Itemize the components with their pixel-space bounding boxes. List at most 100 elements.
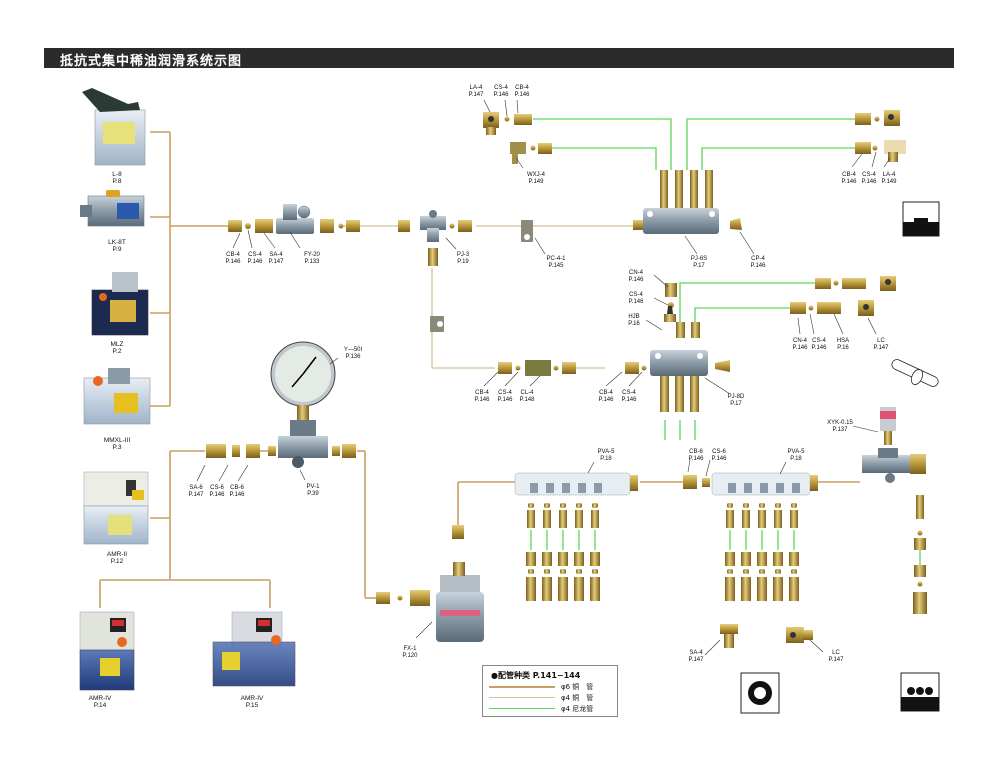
label-page: P.146 [494, 92, 510, 98]
label-page: P.146 [498, 397, 514, 403]
label-model: CS-6 [712, 449, 726, 455]
drop-fitting-column [574, 503, 584, 601]
brass-fitting [592, 569, 598, 574]
drop-fitting-column [725, 503, 735, 601]
label-model: WXJ-4 [527, 172, 546, 178]
legend-label: φ4 铜 管 [561, 694, 594, 702]
clamp-mid [430, 316, 444, 332]
label-page: P.146 [230, 492, 246, 498]
fittings [206, 110, 939, 648]
label-model: LC [832, 650, 840, 656]
label-model: SA-4 [689, 650, 703, 656]
label-page: P.146 [629, 299, 645, 305]
drop-fitting-column [542, 503, 552, 601]
filter-fy20 [276, 204, 314, 234]
drop-fitting-column [741, 503, 751, 601]
brass-fitting [592, 503, 598, 508]
label-page: P.146 [515, 92, 531, 98]
drop-fitting-column [590, 503, 600, 601]
label-model: CB-4 [515, 85, 529, 91]
label-page: P.146 [210, 492, 226, 498]
label-page: P.19 [457, 259, 469, 265]
brass-fitting [576, 569, 582, 574]
manifold-pva5-a [514, 472, 638, 496]
label-model: LC [877, 338, 885, 344]
label-page: P.136 [346, 354, 362, 360]
label-page: P.133 [305, 259, 321, 265]
label-model: CN-4 [793, 338, 808, 344]
label-model: HSA [837, 338, 849, 344]
label-page: P.146 [226, 259, 242, 265]
label-model: HJB [628, 314, 639, 320]
drop-fitting-column [757, 503, 767, 601]
label-model: PVA-5 [788, 449, 806, 455]
label-page: P.146 [842, 179, 858, 185]
manifold-pj8d [650, 350, 730, 412]
label-model: LA-4 [883, 172, 896, 178]
label-page: P.149 [529, 179, 545, 185]
label-page: P.18 [790, 456, 802, 462]
label-model: CP-4 [751, 256, 765, 262]
label-pump-model: MLZ [111, 341, 124, 348]
brass-fitting [543, 510, 551, 528]
label-page: P.146 [793, 345, 809, 351]
label-model: CB-6 [689, 449, 703, 455]
filter-fx1 [436, 562, 484, 642]
legend-swatch [489, 697, 555, 698]
label-model: PJ-3 [457, 252, 470, 258]
label-page: P.18 [600, 456, 612, 462]
drop-fitting-columns [526, 503, 799, 601]
brass-fitting [528, 569, 534, 574]
label-page: P.147 [269, 259, 285, 265]
legend-label: φ4 尼龙管 [561, 705, 594, 713]
manifold-pj6s [633, 170, 719, 234]
brass-fitting [773, 577, 783, 601]
label-pump-page: P.14 [94, 702, 107, 709]
leader-lines [196, 99, 891, 656]
label-model: SA-6 [189, 485, 203, 491]
label-pump-page: P.3 [113, 444, 122, 451]
brass-fitting [544, 503, 550, 508]
brass-fitting [542, 552, 552, 566]
brass-fitting [773, 552, 783, 566]
label-pump-model: L-8 [112, 171, 122, 178]
brass-fitting [758, 510, 766, 528]
pump-l8 [82, 88, 146, 166]
brass-fitting [527, 510, 535, 528]
label-pump-model: AMR-IV [89, 695, 112, 702]
brass-fitting [775, 569, 781, 574]
label-page: P.146 [812, 345, 828, 351]
pump-amr4-b [212, 611, 296, 687]
brass-fitting [789, 552, 799, 566]
label-page: P.146 [248, 259, 264, 265]
label-model: CS-4 [622, 390, 636, 396]
manifold-pva5-b [711, 472, 818, 496]
title-bar: 抵抗式集中稀油润滑系统示图 [44, 48, 954, 69]
brass-fitting [574, 552, 584, 566]
label-page: P.120 [403, 653, 419, 659]
label-page: P.147 [189, 492, 205, 498]
drop-fitting-column [773, 503, 783, 601]
brass-fitting [774, 510, 782, 528]
label-model: CB-4 [226, 252, 240, 258]
pump-mmxl3 [83, 368, 151, 425]
brass-fitting [590, 577, 600, 601]
brass-fitting [575, 510, 583, 528]
label-page: P.146 [475, 397, 491, 403]
pipes-copper-6 [99, 131, 860, 608]
label-page: P.149 [882, 179, 898, 185]
brass-fitting [725, 577, 735, 601]
legend-title: ●配管种类 P.141−144 [491, 671, 581, 680]
valve-pv1 [278, 420, 328, 468]
drop-fitting-column [558, 503, 568, 601]
tube-fitting-icon [891, 359, 939, 387]
brass-fitting [574, 577, 584, 601]
brass-fitting [558, 577, 568, 601]
pipe-type-legend: ●配管种类 P.141−144 φ6 铜 管 φ4 铜 管 φ4 尼龙管 [482, 665, 618, 717]
label-page: P.148 [520, 397, 536, 403]
label-model: Y—50I [344, 347, 363, 353]
label-pump-page: P.8 [113, 178, 122, 185]
brass-fitting [526, 577, 536, 601]
label-model: CB-6 [230, 485, 244, 491]
label-model: FY-20 [304, 252, 320, 258]
